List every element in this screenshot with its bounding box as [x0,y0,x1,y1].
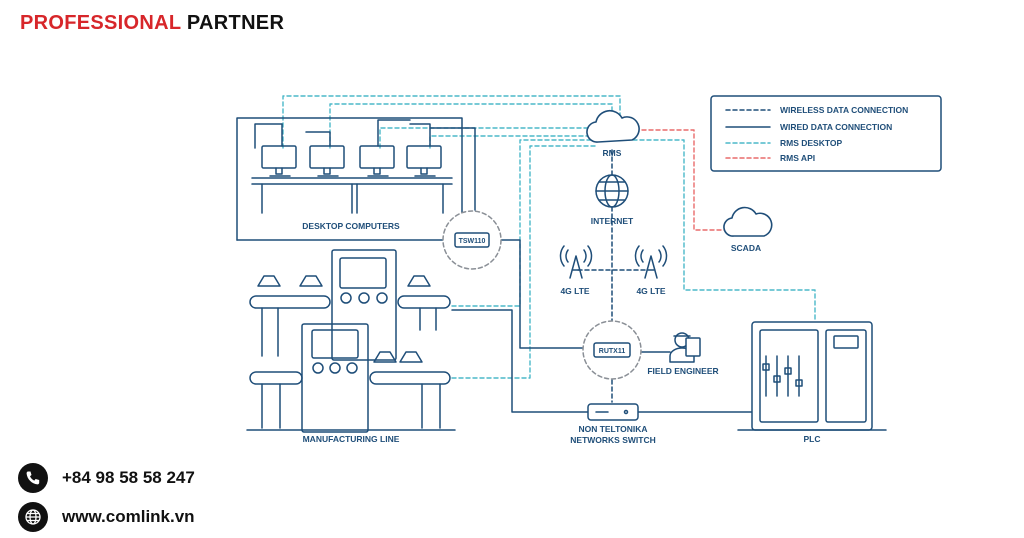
header-word-partner: PARTNER [186,12,285,34]
tsw110-switch [442,210,502,270]
monitor-4 [406,145,442,169]
phone-number[interactable]: +84 98 58 58 247 [62,468,195,487]
non-teltonika-switch [587,403,639,421]
monitor-2 [309,145,345,169]
lte-tower-left-icon [559,245,593,279]
monitor-1 [261,145,297,169]
website-link[interactable]: www.comlink.vn [62,507,195,526]
legend-label-wired: WIRED DATA CONNECTION [780,122,892,132]
plc-cabinet [737,321,887,431]
lte-tower-right-icon [634,245,668,279]
wireless-links [577,149,649,403]
legend-label-rms-api: RMS API [780,153,815,163]
legend-label-wireless: WIRELESS DATA CONNECTION [780,105,908,115]
legend-box [710,95,942,172]
rms-label: RMS [603,148,622,158]
rutx11-router [582,320,642,380]
rms-desktop-links [282,95,816,379]
monitor-3 [359,145,395,169]
field-engineer-label: FIELD ENGINEER [647,366,718,376]
contact-website[interactable]: www.comlink.vn [18,502,195,532]
field-engineer-icon [669,332,701,363]
phone-icon [18,463,48,493]
switch-label-line2: NETWORKS SWITCH [570,435,655,445]
switch-label-line1: NON TELTONIKA [578,424,647,434]
scada-label: SCADA [731,243,761,253]
header-word-professional: PROFESSIONAL [20,12,182,34]
plc-label: PLC [804,434,821,444]
legend-label-rms-desktop: RMS DESKTOP [780,138,843,148]
rms-api-link [627,129,729,231]
contact-phone[interactable]: +84 98 58 58 247 [18,463,195,493]
desktop-computers [236,117,463,241]
desktop-computers-label: DESKTOP COMPUTERS [302,221,400,231]
scada-cloud-icon [723,206,773,237]
lte-left-label: 4G LTE [560,286,589,296]
globe-icon [18,502,48,532]
manufacturing-line-label: MANUFACTURING LINE [303,434,400,444]
wired-links [236,119,753,413]
tsw110-label: TSW110 [459,238,486,245]
page-header: PROFESSIONAL PARTNER [20,12,284,35]
rutx11-label: RUTX11 [599,348,626,355]
internet-label: INTERNET [591,216,634,226]
rms-cloud-icon [586,109,640,143]
lte-right-label: 4G LTE [636,286,665,296]
manufacturing-line [246,249,456,433]
internet-globe-icon [595,174,629,208]
